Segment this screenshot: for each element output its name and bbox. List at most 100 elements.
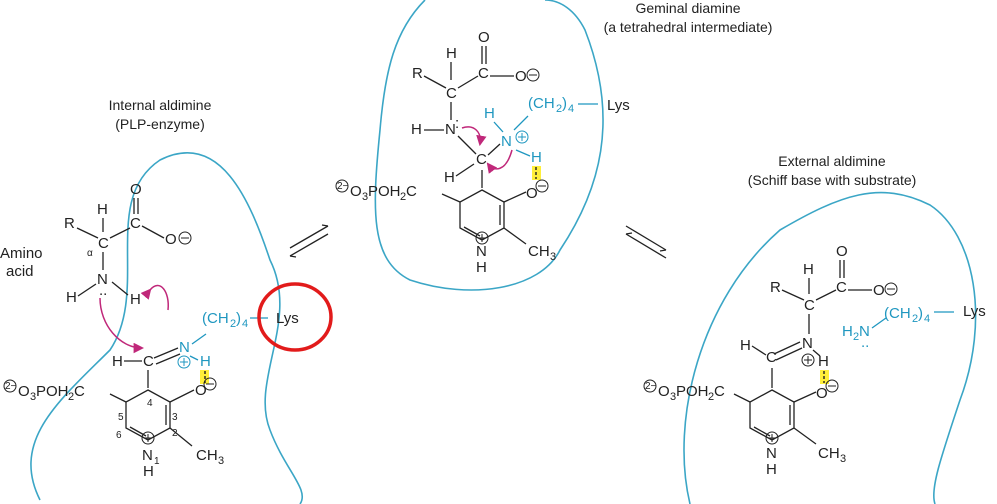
svg-text:O: O xyxy=(130,181,142,198)
svg-text:α: α xyxy=(87,248,93,259)
svg-text:CH: CH xyxy=(818,445,840,462)
svg-text:C: C xyxy=(143,353,154,370)
svg-text:2−: 2− xyxy=(337,181,349,192)
svg-text:N: N xyxy=(179,339,190,356)
svg-text:C: C xyxy=(714,383,725,400)
svg-text:POH: POH xyxy=(36,383,69,400)
enzyme-outline-internal xyxy=(30,152,303,504)
svg-text:O: O xyxy=(873,282,885,299)
svg-text:4: 4 xyxy=(924,313,930,325)
amino-acid-label-2: acid xyxy=(6,263,34,280)
svg-text:H: H xyxy=(484,105,495,122)
svg-text:R: R xyxy=(64,215,75,232)
svg-text:(CH: (CH xyxy=(528,95,555,112)
svg-text:): ) xyxy=(236,310,241,327)
svg-text:O: O xyxy=(165,231,177,248)
svg-text:4: 4 xyxy=(147,398,153,409)
svg-text:C: C xyxy=(98,235,109,252)
svg-text:C: C xyxy=(478,65,489,82)
svg-text:O: O xyxy=(478,29,490,46)
svg-text:2: 2 xyxy=(912,313,918,325)
svg-text:H: H xyxy=(143,463,154,480)
svg-text:R: R xyxy=(770,279,781,296)
svg-text:N: N xyxy=(97,271,108,288)
svg-text:N: N xyxy=(766,445,777,462)
svg-text:O: O xyxy=(836,243,848,260)
enzyme-outline-external xyxy=(683,191,977,504)
svg-text:(CH: (CH xyxy=(884,305,911,322)
svg-text:4: 4 xyxy=(242,318,248,330)
svg-text:3: 3 xyxy=(670,391,676,403)
svg-text:H: H xyxy=(444,169,455,186)
svg-text:): ) xyxy=(918,305,923,322)
svg-text:N: N xyxy=(859,323,870,340)
internal-subtitle: (PLP-enzyme) xyxy=(115,116,204,132)
equilibrium-arrow-left xyxy=(289,224,329,258)
svg-text:3: 3 xyxy=(840,453,846,465)
svg-text:H: H xyxy=(66,289,77,306)
svg-text:C: C xyxy=(446,85,457,102)
svg-text:N: N xyxy=(476,243,487,260)
svg-text:..: .. xyxy=(99,282,107,299)
internal-aldimine-structure: R H C α C O O N .. H H H C N (CH 2 xyxy=(3,181,299,480)
geminal-title: Geminal diamine xyxy=(635,0,740,16)
svg-text:O: O xyxy=(526,185,538,202)
svg-text:H: H xyxy=(200,353,211,370)
svg-text:3: 3 xyxy=(30,391,36,403)
svg-text:N: N xyxy=(445,121,456,138)
svg-text:H: H xyxy=(740,337,751,354)
lys-label-external: Lys xyxy=(963,303,986,320)
svg-text:2: 2 xyxy=(708,391,714,403)
enzyme-outline-geminal xyxy=(374,0,604,291)
svg-text:C: C xyxy=(836,279,847,296)
svg-text:): ) xyxy=(562,95,567,112)
svg-text:O: O xyxy=(515,68,527,85)
svg-text:CH: CH xyxy=(196,447,218,464)
svg-text:H: H xyxy=(531,149,542,166)
svg-text:6: 6 xyxy=(116,430,122,441)
geminal-subtitle: (a tetrahedral intermediate) xyxy=(604,19,773,35)
equilibrium-arrow-right xyxy=(625,225,667,259)
svg-text:5: 5 xyxy=(118,412,124,423)
svg-text:POH: POH xyxy=(368,183,401,200)
svg-text:N: N xyxy=(142,447,153,464)
svg-text:C: C xyxy=(74,383,85,400)
svg-text:N: N xyxy=(501,133,512,150)
svg-text:C: C xyxy=(766,349,777,366)
external-subtitle: (Schiff base with substrate) xyxy=(748,172,917,188)
svg-text:3: 3 xyxy=(362,191,368,203)
external-aldimine-structure: R H C C O O N H C H H 2 N .. (CH 2 ) xyxy=(643,243,986,478)
svg-text:POH: POH xyxy=(676,383,709,400)
svg-text:CH: CH xyxy=(528,243,550,260)
svg-text:2: 2 xyxy=(556,103,562,115)
svg-text::: : xyxy=(455,115,459,132)
svg-text:C: C xyxy=(406,183,417,200)
svg-text:N: N xyxy=(802,335,813,352)
external-title: External aldimine xyxy=(778,153,886,169)
svg-text:2: 2 xyxy=(68,391,74,403)
svg-text:H: H xyxy=(130,291,141,308)
svg-text:H: H xyxy=(476,259,487,276)
svg-text:3: 3 xyxy=(218,455,224,467)
svg-text:H: H xyxy=(446,45,457,62)
internal-title: Internal aldimine xyxy=(109,97,212,113)
svg-text:2−: 2− xyxy=(645,381,657,392)
svg-text:C: C xyxy=(804,297,815,314)
svg-text:C: C xyxy=(476,151,487,168)
svg-text:(CH: (CH xyxy=(202,310,229,327)
svg-text:O: O xyxy=(195,382,207,399)
svg-text:C: C xyxy=(130,215,141,232)
geminal-diamine-structure: R H C C O O H N : C H N H (CH 2 ) 4 xyxy=(335,29,630,276)
amino-acid-label-1: Amino xyxy=(0,245,43,262)
svg-text:..: .. xyxy=(861,334,869,351)
svg-text:2: 2 xyxy=(230,318,236,330)
svg-text:2−: 2− xyxy=(5,381,17,392)
svg-text:H: H xyxy=(97,201,108,218)
svg-text:1: 1 xyxy=(154,456,160,467)
svg-text:2: 2 xyxy=(400,191,406,203)
svg-text:O: O xyxy=(18,383,30,400)
svg-text:H: H xyxy=(842,323,853,340)
svg-text:H: H xyxy=(766,461,777,478)
